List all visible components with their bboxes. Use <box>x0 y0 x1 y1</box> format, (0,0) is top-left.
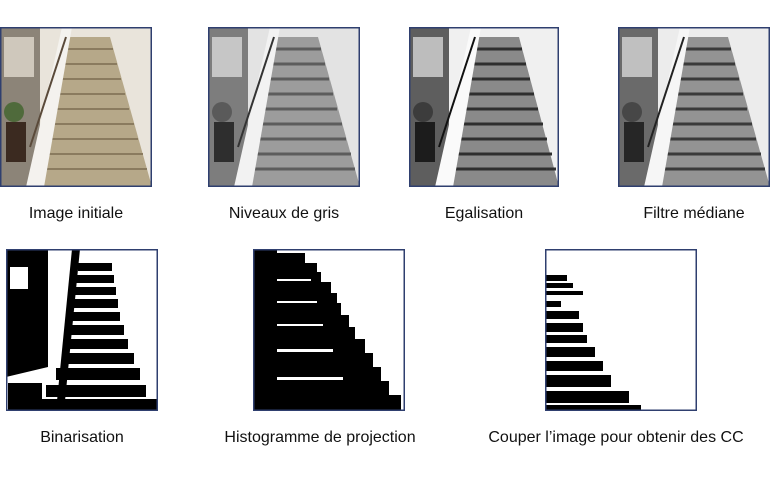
caption-histogramme-projection: Histogramme de projection <box>224 429 416 446</box>
stairs-median-image <box>618 27 770 187</box>
panel-egalisation <box>409 27 559 187</box>
caption-egalisation: Egalisation <box>444 205 524 222</box>
panel-filtre-mediane <box>618 27 770 187</box>
panel-histogramme-projection <box>253 249 405 411</box>
panel-couper-image <box>545 249 697 411</box>
stairs-equalized-image <box>409 27 559 187</box>
panel-binarisation <box>6 249 158 411</box>
caption-binarisation: Binarisation <box>40 429 124 446</box>
projection-histogram-image <box>253 249 405 411</box>
caption-image-initiale: Image initiale <box>28 205 124 222</box>
caption-couper-image: Couper l’image pour obtenir des CC <box>488 429 744 446</box>
caption-niveaux-de-gris: Niveaux de gris <box>228 205 340 222</box>
caption-filtre-mediane: Filtre médiane <box>643 205 745 222</box>
cut-components-image <box>545 249 697 411</box>
stairs-color-image <box>0 27 152 187</box>
stairs-gray-image <box>208 27 360 187</box>
panel-niveaux-de-gris <box>208 27 360 187</box>
panel-image-initiale <box>0 27 152 187</box>
stairs-binary-image <box>6 249 158 411</box>
